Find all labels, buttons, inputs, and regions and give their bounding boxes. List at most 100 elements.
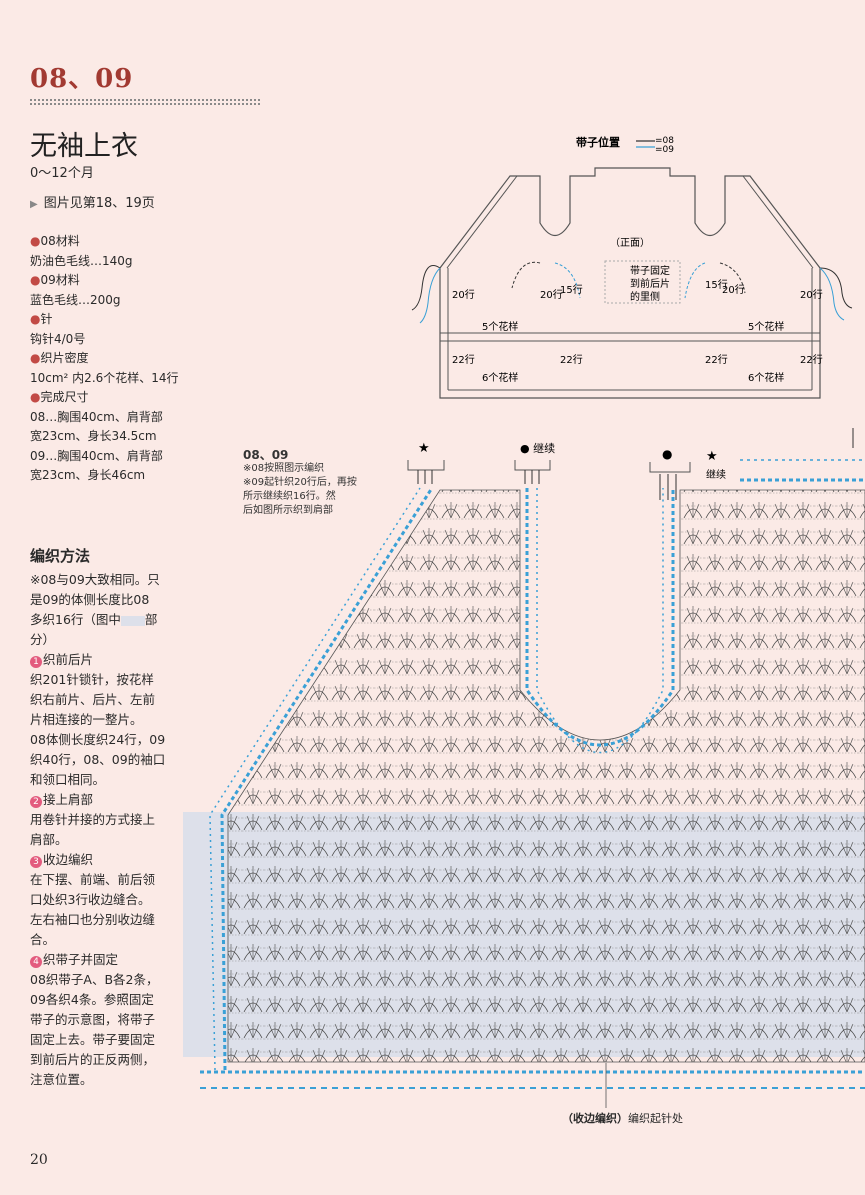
- step-line: 合。: [30, 932, 56, 947]
- note-line: 带子固定: [630, 264, 670, 277]
- step-title: 接上肩部: [43, 792, 94, 807]
- material-text: 宽23cm、身长46cm: [30, 468, 146, 482]
- pattern-label: 5个花样: [482, 320, 518, 333]
- material-line: ●针: [30, 310, 179, 330]
- step-number: 4: [30, 956, 42, 968]
- section-number: 08、09: [30, 64, 134, 94]
- step-line: 织201针锁针，按花样: [30, 672, 154, 687]
- intro-line: 是09的体侧长度比08: [30, 592, 150, 607]
- continue-label: 继续: [706, 468, 726, 481]
- rows-label: 20行: [800, 288, 823, 301]
- photo-reference: ▶图片见第18、19页: [30, 192, 155, 211]
- pattern-label: 6个花样: [482, 371, 518, 384]
- legend-title: 带子位置: [576, 135, 620, 149]
- bracket: [407, 460, 445, 471]
- rows-label: 22行: [560, 353, 583, 366]
- material-line: 宽23cm、身长46cm: [30, 466, 179, 486]
- bracket: [649, 462, 691, 473]
- material-text: 针: [40, 312, 53, 326]
- material-line: ●09材料: [30, 271, 179, 291]
- material-text: 宽23cm、身长34.5cm: [30, 429, 157, 443]
- intro-text: 部: [144, 612, 158, 627]
- chart-label: 08、09: [243, 448, 289, 462]
- step-line: 固定上去。带子要固定: [30, 1032, 156, 1047]
- rows-label: 22行: [800, 353, 823, 366]
- step-line: 织40行，08、09的袖口: [30, 752, 166, 767]
- step-1-lines: 织201针锁针，按花样织右前片、后片、左前片相连接的一整片。08体侧长度织24行…: [30, 670, 188, 790]
- intro-line: 多织16行（图中 部: [30, 610, 188, 630]
- step-line: 片相连接的一整片。: [30, 712, 143, 727]
- dot-marker: ●: [662, 447, 672, 461]
- strap-back: [511, 261, 541, 289]
- step-3-lines: 在下摆、前端、前后领口处织3行收边缝合。左右袖口也分别收边缝合。: [30, 870, 188, 950]
- step-title: 织带子并固定: [43, 952, 119, 967]
- bullet-icon: ●: [30, 234, 41, 248]
- chart-note-line: ※09起针织20行后，再按: [243, 477, 357, 488]
- note-box: [604, 260, 681, 304]
- step-line: 和领口相同。: [30, 772, 106, 787]
- rows-label: 20行: [452, 288, 475, 301]
- strap-back: [684, 262, 706, 299]
- rows-label: 22行: [705, 353, 728, 366]
- arrow-group: [417, 428, 854, 500]
- material-line: 奶油色毛线…140g: [30, 252, 179, 272]
- chart-note-line: 所示继续织16行。然: [243, 491, 336, 502]
- strap-back: [719, 262, 746, 294]
- rows-label: 15行: [705, 278, 728, 291]
- strap-08: [819, 267, 853, 309]
- bullet-icon: ●: [30, 390, 41, 404]
- material-text: 09材料: [40, 273, 80, 287]
- step-line: 09各织4条。参照固定: [30, 992, 154, 1007]
- page-number: 20: [30, 1152, 48, 1168]
- material-text: 10cm² 内2.6个花样、14行: [30, 370, 179, 385]
- star-marker: ★: [706, 449, 718, 464]
- step-line: 带子的示意图，将带子: [30, 1012, 156, 1027]
- front-label: （正面）: [610, 237, 650, 249]
- step-title: 织前后片: [43, 652, 94, 667]
- material-text: 08材料: [40, 234, 80, 248]
- chart-notes: 08、09 ※08按照图示编织 ※09起针织20行后，再按 所示继续织16行。然…: [243, 448, 357, 518]
- step-title: 收边编织: [43, 852, 94, 867]
- material-line: 宽23cm、身长34.5cm: [30, 427, 179, 447]
- body-outline: [439, 167, 821, 399]
- photo-reference-text: 图片见第18、19页: [43, 196, 155, 211]
- step-4-lines: 08织带子A、B各2条， 09各织4条。参照固定带子的示意图，将带子固定上去。带子…: [30, 970, 188, 1090]
- note-line: 的里侧: [630, 290, 660, 303]
- step-line: 用卷针并接的方式接上: [30, 812, 156, 827]
- star-marker: ★: [418, 441, 430, 456]
- material-line: ●08材料: [30, 232, 179, 252]
- strap-back: [554, 262, 581, 299]
- front-border: [209, 487, 421, 1071]
- chart-note-line: ※08按照图示编织: [243, 463, 325, 474]
- note-line: 到前后片: [630, 277, 670, 290]
- intro-text: 多织16行（图中: [30, 612, 121, 627]
- method-heading: 编织方法: [30, 547, 91, 565]
- material-text: 奶油色毛线…140g: [30, 253, 133, 268]
- divider: [30, 103, 260, 105]
- step-2-lines: 用卷针并接的方式接上肩部。: [30, 810, 188, 850]
- step-line: 肩部。: [30, 832, 68, 847]
- material-text: 蓝色毛线…200g: [30, 292, 121, 307]
- pattern-label: 6个花样: [748, 371, 784, 384]
- material-line: 10cm² 内2.6个花样、14行: [30, 369, 179, 389]
- step-line: 08织带子A、B各2条，: [30, 972, 159, 987]
- material-text: 09…胸围40cm、肩背部: [30, 448, 163, 463]
- rows-label: 20行: [540, 288, 563, 301]
- material-line: 08…胸围40cm、肩背部: [30, 408, 179, 428]
- material-line: 09…胸围40cm、肩背部: [30, 447, 179, 467]
- body-edge: [446, 175, 518, 269]
- chart-note-line: 后如图所示织到肩部: [243, 505, 333, 516]
- edge-label: （收边编织）: [562, 1112, 628, 1125]
- bullet-icon: ●: [30, 273, 41, 287]
- method-intro: ※08与09大致相同。只 是09的体侧长度比08 多织16行（图中部 分）: [30, 570, 188, 650]
- shade-swatch: [120, 615, 145, 626]
- step-line: 08体侧长度织24行，09: [30, 732, 166, 747]
- start-label: （收边编织）编织起针处: [562, 1110, 683, 1126]
- bullet-icon: ●: [30, 312, 41, 326]
- material-line: 蓝色毛线…200g: [30, 291, 179, 311]
- materials-list: ●08材料奶油色毛线…140g●09材料蓝色毛线…200g●针钩针4/0号●织片…: [30, 232, 179, 486]
- legend-09: =09: [655, 145, 674, 155]
